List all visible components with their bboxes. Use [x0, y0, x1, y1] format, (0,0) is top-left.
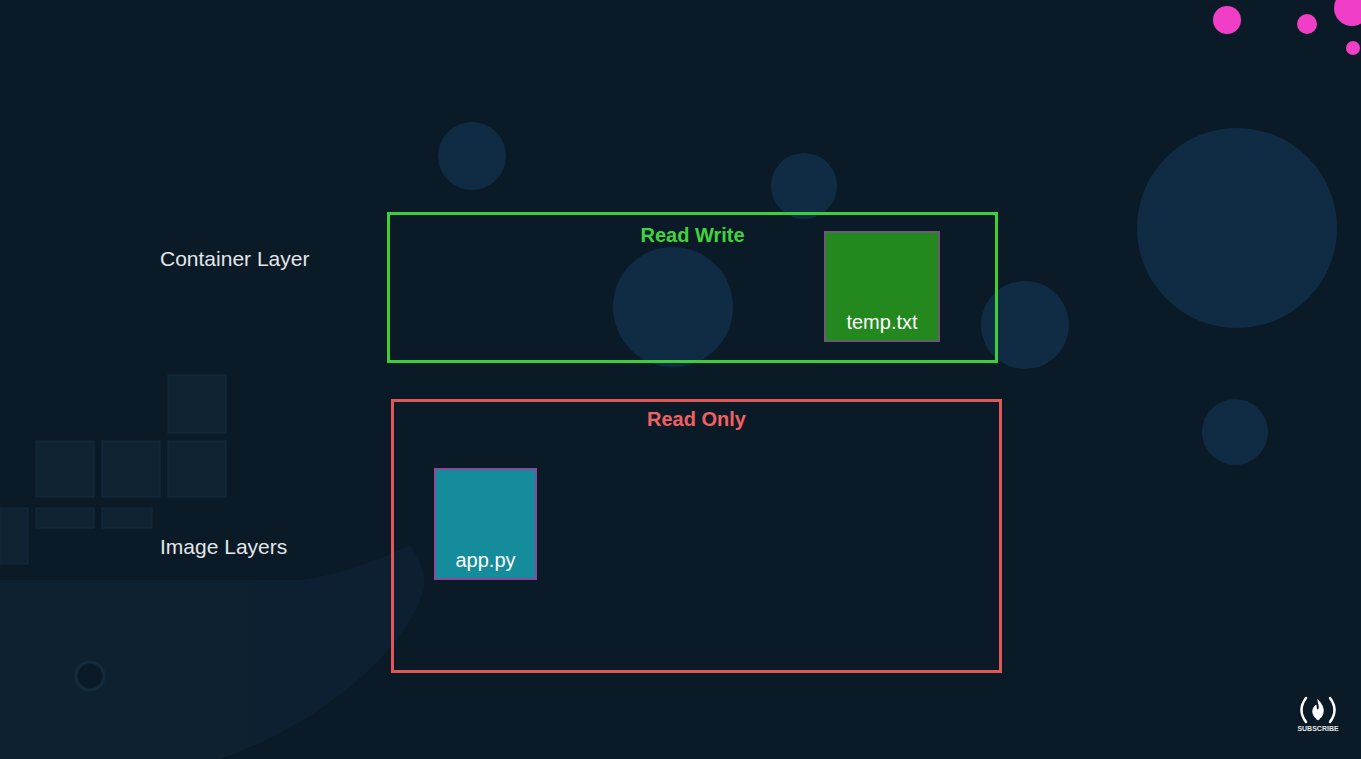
container — [36, 508, 94, 528]
docker-whale — [0, 375, 424, 759]
layer-title: Read Only — [647, 407, 746, 431]
layer-box: Read Only app.py — [391, 399, 1002, 673]
pink-dot — [1297, 14, 1317, 34]
pink-dots — [1213, 0, 1361, 55]
container — [168, 375, 226, 433]
logo-bracket — [1330, 698, 1335, 722]
container — [0, 508, 28, 564]
bokeh-circle — [981, 281, 1069, 369]
layer-label: Container Layer — [160, 247, 309, 271]
layer-title: Read Write — [640, 223, 744, 247]
container — [36, 441, 94, 497]
bokeh-circle — [1202, 399, 1268, 465]
logo-flame — [1313, 700, 1323, 720]
bokeh-circle — [613, 247, 733, 367]
bokeh-circles — [438, 122, 1337, 465]
channel-badge: SUBSCRIBE — [1297, 725, 1338, 732]
container — [168, 441, 226, 497]
whale-body — [0, 545, 424, 759]
file-name: temp.txt — [846, 310, 917, 334]
container — [102, 441, 160, 497]
pink-dot — [1346, 41, 1360, 55]
container — [102, 508, 152, 528]
layer-box: Read Write temp.txt — [387, 212, 998, 363]
pink-dot — [1213, 6, 1241, 34]
file-box: app.py — [434, 468, 537, 580]
bokeh-circle — [771, 153, 837, 219]
bokeh-circle — [438, 122, 506, 190]
logo-bracket — [1302, 698, 1307, 722]
layer-label: Image Layers — [160, 535, 287, 559]
channel-logo — [1302, 698, 1335, 722]
whale-eye — [76, 662, 104, 690]
pink-dot — [1334, 0, 1361, 26]
file-name: app.py — [455, 548, 515, 572]
file-box: temp.txt — [824, 231, 940, 342]
bokeh-circle — [1137, 128, 1337, 328]
